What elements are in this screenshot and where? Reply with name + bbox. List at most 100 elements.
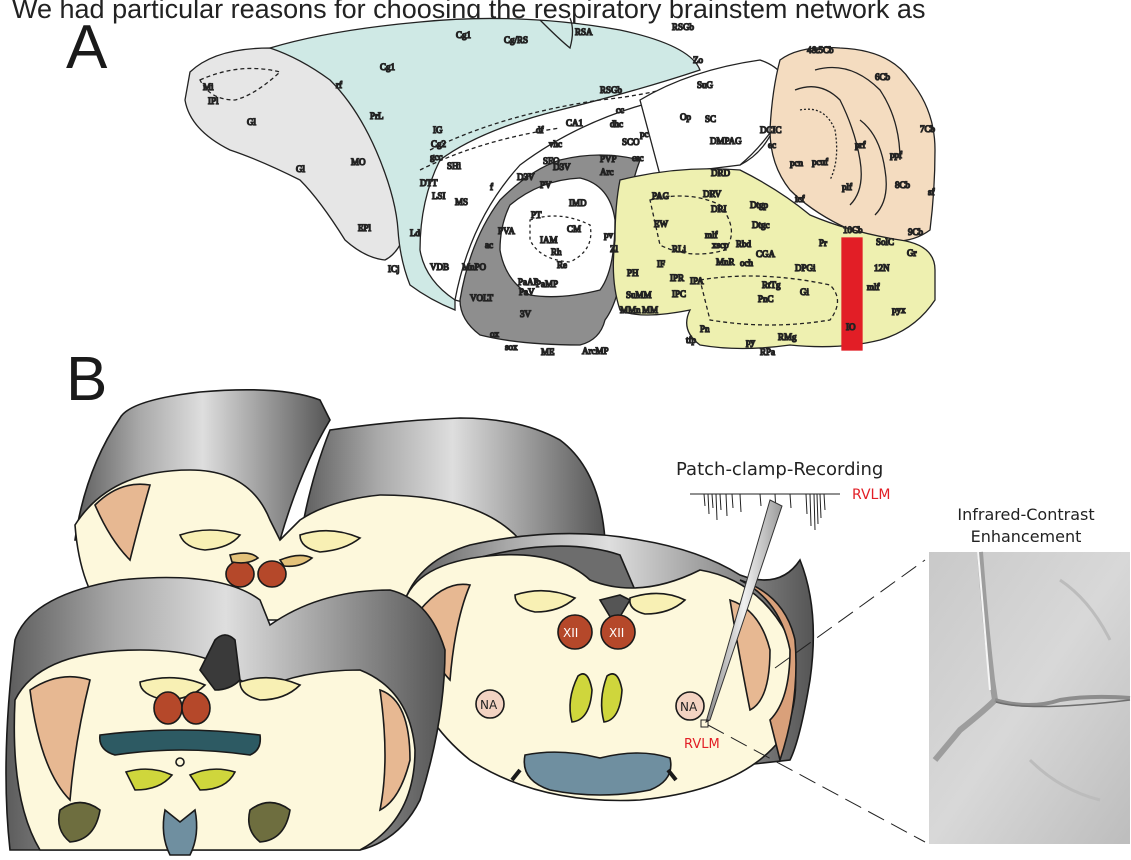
atlas-label: Mi bbox=[203, 82, 214, 92]
atlas-label: MS bbox=[455, 197, 468, 207]
xii-label-left: XII bbox=[563, 626, 578, 640]
rvlm-section-marker bbox=[842, 238, 862, 350]
atlas-label: PT bbox=[531, 210, 542, 220]
atlas-label: 8Cb bbox=[895, 180, 911, 190]
atlas-label: py bbox=[746, 337, 756, 347]
atlas-label: xscp bbox=[712, 240, 729, 250]
atlas-label: RSGb bbox=[600, 85, 623, 95]
atlas-label: DMPAG bbox=[710, 136, 742, 146]
atlas-label: tfp bbox=[686, 335, 696, 345]
atlas-label: EW bbox=[654, 219, 668, 229]
atlas-label: pcuf bbox=[812, 157, 828, 167]
atlas-label: PaMP bbox=[536, 279, 558, 289]
atlas-label: 6Cb bbox=[875, 72, 891, 82]
atlas-label: sf bbox=[928, 187, 935, 197]
atlas-label: RLi bbox=[672, 244, 687, 254]
atlas-label: IPA bbox=[690, 276, 704, 286]
atlas-label: pv bbox=[604, 230, 614, 240]
atlas-label: rf bbox=[336, 80, 342, 90]
atlas-label: IG bbox=[433, 125, 443, 135]
atlas-label: DRD bbox=[711, 168, 731, 178]
slice-front bbox=[6, 578, 445, 856]
atlas-label: 4&5Cb bbox=[807, 45, 834, 55]
ir-title-line2: Enhancement bbox=[971, 527, 1082, 546]
atlas-label: f bbox=[490, 182, 493, 192]
atlas-label: CM bbox=[567, 224, 581, 234]
atlas-label: DPGi bbox=[795, 263, 816, 273]
atlas-label: VOLT bbox=[470, 293, 494, 303]
atlas-label: MM bbox=[642, 305, 658, 315]
atlas-label: cc bbox=[616, 105, 624, 115]
atlas-label: SHi bbox=[447, 161, 462, 171]
atlas-label: IO bbox=[846, 322, 856, 332]
atlas-label: ac bbox=[485, 240, 493, 250]
atlas-label: Cg1 bbox=[456, 30, 471, 40]
atlas-label: CA1 bbox=[566, 118, 583, 128]
atlas-label: ICj bbox=[388, 264, 400, 274]
atlas-label: Zo bbox=[693, 55, 703, 65]
atlas-label: Cg2 bbox=[431, 139, 446, 149]
atlas-label: pcn bbox=[790, 158, 803, 168]
atlas-label: dhc bbox=[610, 119, 623, 129]
atlas-label: 10Cb bbox=[843, 225, 863, 235]
zoom-line-lower bbox=[708, 725, 925, 842]
atlas-label: PaV bbox=[519, 287, 535, 297]
atlas-label: vhc bbox=[549, 139, 562, 149]
panel-b-letter: B bbox=[66, 345, 107, 414]
atlas-label: Pr bbox=[819, 238, 827, 248]
atlas-label: ppf bbox=[890, 150, 902, 160]
atlas-label: Ld bbox=[410, 228, 420, 238]
atlas-label: EPl bbox=[358, 223, 372, 233]
atlas-label: Cg1 bbox=[380, 62, 395, 72]
atlas-label: gcc bbox=[430, 152, 443, 162]
atlas-label: SolC bbox=[876, 237, 894, 247]
atlas-label: pc bbox=[640, 129, 649, 139]
atlas-label: PV bbox=[540, 180, 552, 190]
atlas-label: RtTg bbox=[762, 280, 781, 290]
atlas-label: Cg/RS bbox=[504, 35, 528, 45]
atlas-label: 3V bbox=[520, 309, 532, 319]
atlas-label: SC bbox=[705, 114, 716, 124]
atlas-label: MnPO bbox=[462, 262, 487, 272]
atlas-label: Gl bbox=[247, 117, 256, 127]
atlas-label: Gl bbox=[296, 164, 305, 174]
atlas-label: ox bbox=[490, 329, 500, 339]
atlas-label: SuG bbox=[697, 80, 714, 90]
atlas-label: PAG bbox=[652, 191, 670, 201]
atlas-label: PrL bbox=[370, 111, 384, 121]
atlas-label: mlf bbox=[867, 282, 880, 292]
patch-clamp-recording-label: Patch-clamp-Recording bbox=[676, 459, 883, 480]
atlas-label: MMn bbox=[620, 305, 641, 315]
atlas-label: VDB bbox=[430, 262, 449, 272]
atlas-label: Re bbox=[557, 260, 567, 270]
atlas-label: icf bbox=[795, 194, 805, 204]
atlas-label: IPl bbox=[208, 96, 219, 106]
atlas-label: IMD bbox=[569, 198, 587, 208]
na-label-right: NA bbox=[680, 700, 698, 714]
atlas-label: DTT bbox=[420, 178, 438, 188]
atlas-label: D3V bbox=[553, 162, 571, 172]
atlas-label: df bbox=[536, 125, 544, 135]
atlas-label: SCO bbox=[622, 137, 640, 147]
na-label-left: NA bbox=[480, 698, 498, 712]
infrared-image bbox=[929, 552, 1130, 844]
atlas-label: Pn bbox=[700, 324, 710, 334]
atlas-label: MnR bbox=[716, 257, 735, 267]
atlas-label: IAM bbox=[540, 235, 558, 245]
atlas-label: PH bbox=[627, 268, 639, 278]
atlas-label: DRV bbox=[703, 189, 722, 199]
atlas-label: Op bbox=[680, 112, 691, 122]
atlas-label: ArcMP bbox=[582, 346, 609, 356]
atlas-label: DCIC bbox=[760, 125, 782, 135]
rvlm-trace-label: RVLM bbox=[852, 487, 890, 503]
atlas-label: och bbox=[740, 258, 753, 268]
atlas-label: 9Cb bbox=[908, 227, 924, 237]
atlas-label: pyx bbox=[892, 305, 906, 315]
sagittal-brain-atlas: Mi IPl Gl Gl EPl rf Cg1 Cg1 Cg/RS RSA RS… bbox=[185, 18, 936, 357]
atlas-label: PVP bbox=[600, 154, 617, 164]
ir-title-line1: Infrared-Contrast bbox=[957, 505, 1094, 524]
atlas-label: RSGb bbox=[672, 22, 695, 32]
atlas-label: RSA bbox=[575, 27, 593, 37]
atlas-label: CGA bbox=[756, 249, 776, 259]
